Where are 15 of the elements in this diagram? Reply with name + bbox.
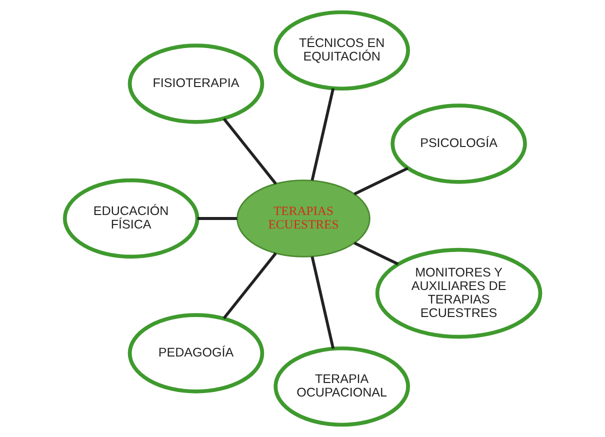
- connector: [354, 166, 408, 196]
- connector: [222, 252, 277, 320]
- node-ellipse: TERAPIAS ECUESTRES: [236, 180, 370, 258]
- node-ellipse: TÉCNICOS EN EQUITACIÓN: [274, 10, 410, 91]
- node-ellipse: PEDAGOGÍA: [128, 313, 264, 394]
- connector: [354, 242, 399, 266]
- node-ellipse: TERAPIA OCUPACIONAL: [274, 346, 410, 427]
- connector: [222, 118, 277, 185]
- node-ellipse: EDUCACIÓN FÍSICA: [62, 178, 200, 259]
- node-ellipse: PSICOLOGÍA: [390, 104, 527, 184]
- connector: [197, 217, 238, 220]
- node-ellipse: MONITORES Y AUXILIARES DE TERAPIAS ECUESTRES: [375, 248, 542, 339]
- connector: [310, 88, 335, 181]
- connector: [310, 256, 335, 349]
- node-ellipse: FISIOTERAPIA: [128, 44, 264, 124]
